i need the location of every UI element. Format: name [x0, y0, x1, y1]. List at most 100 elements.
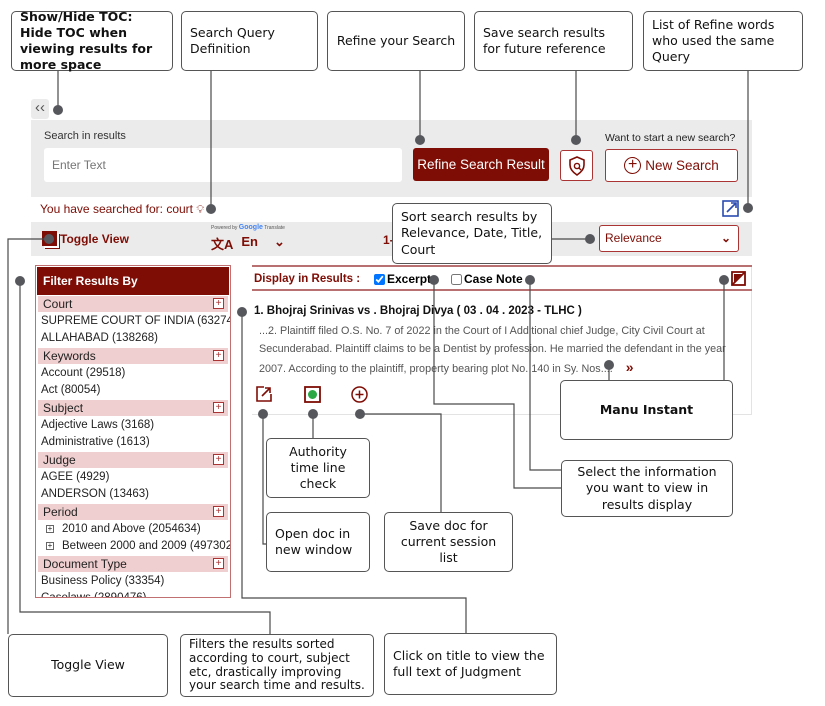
toolbar-row: Toggle View Powered by Google Translate … [31, 222, 752, 256]
translate-icon: 文A [211, 237, 234, 252]
language-value: En [241, 234, 259, 249]
expand-icon[interactable]: + [46, 540, 54, 550]
case-note-checkbox-input[interactable] [451, 273, 462, 285]
lightbulb-icon[interactable]: 💡︎ [196, 204, 205, 216]
authority-timeline-icon[interactable] [304, 386, 321, 403]
expand-icon[interactable]: + [213, 454, 224, 465]
filter-item-label: 2010 and Above (2054634) [62, 523, 201, 535]
save-search-button[interactable] [560, 150, 593, 181]
filter-item[interactable]: ANDERSON (13463) [36, 486, 230, 503]
filter-section-name: Court [43, 297, 73, 311]
toc-toggle-button[interactable]: ‹‹ [31, 99, 49, 119]
translate-text: Translate [264, 225, 285, 231]
language-selector[interactable]: 文A En ⌄ [211, 234, 285, 253]
searched-for: You have searched for: court 💡︎ [40, 202, 204, 217]
connector-dot [206, 204, 216, 214]
filter-item-label: SUPREME COURT OF INDIA (63274) [41, 315, 231, 327]
case-note-label: Case Note [464, 272, 523, 286]
open-new-window-icon[interactable] [256, 386, 272, 402]
case-note-checkbox[interactable]: Case Note [451, 272, 523, 286]
new-search-prompt: Want to start a new search? [605, 132, 736, 144]
display-options-row: Display in Results : Excerpt Case Note [252, 265, 752, 291]
toggle-view-label: Toggle View [60, 231, 129, 246]
filter-item-label: ANDERSON (13463) [41, 488, 150, 500]
manu-instant-icon[interactable] [731, 271, 746, 286]
new-search-button[interactable]: + New Search [605, 149, 738, 182]
plus-circle-icon: + [624, 157, 642, 174]
result-title-link[interactable]: 1. Bhojraj Srinivas vs . Bhojraj Divya (… [254, 305, 582, 317]
filter-item[interactable]: Business Policy (33354) [36, 573, 230, 590]
filter-item[interactable]: SUPREME COURT OF INDIA (63274) [36, 313, 230, 330]
filter-section-name: Document Type [43, 557, 127, 571]
callout-authority: Authority time line check [266, 438, 370, 498]
filter-item-label: ALLAHABAD (138268) [41, 332, 158, 344]
filter-section-name: Period [43, 505, 78, 519]
expand-icon[interactable]: + [213, 402, 224, 413]
filter-item[interactable]: AGEE (4929) [36, 469, 230, 486]
toggle-view-icon [42, 231, 57, 246]
connector-line [360, 413, 442, 512]
callout-filters: Filters the results sorted according to … [180, 634, 374, 697]
filter-item-label: Between 2000 and 2009 (497302) [62, 540, 231, 552]
connector-dot [237, 307, 247, 317]
display-label: Display in Results : [254, 273, 361, 285]
connector-dot [15, 276, 25, 286]
external-link-icon[interactable] [722, 200, 739, 217]
filter-section-name: Keywords [43, 349, 96, 363]
filter-item[interactable]: Caselaws (2890476) [36, 590, 230, 598]
sort-value: Relevance [605, 231, 662, 245]
search-input[interactable] [44, 148, 402, 182]
chevron-down-icon: ⌄ [274, 234, 285, 249]
excerpt-checkbox-input[interactable] [374, 273, 385, 285]
new-search-label: New Search [645, 158, 719, 173]
expand-icon[interactable]: + [213, 350, 224, 361]
callout-manu-instant: Manu Instant [560, 380, 733, 440]
filter-item[interactable]: ALLAHABAD (138268) [36, 330, 230, 347]
filter-item-label: Business Policy (33354) [41, 575, 165, 587]
callout-refine: Refine your Search [327, 11, 465, 71]
filter-section-header[interactable]: Keywords + [38, 348, 228, 364]
connector-dot [53, 105, 63, 115]
refine-search-button[interactable]: Refine Search Result [413, 148, 549, 181]
more-link[interactable]: » [625, 359, 634, 375]
filter-section-name: Judge [43, 453, 76, 467]
filter-section-header[interactable]: Period + [38, 504, 228, 520]
shield-search-icon [568, 156, 585, 176]
callout-save-search: Save search results for future reference [474, 11, 633, 71]
callout-open-doc: Open doc in new window [266, 512, 370, 572]
filter-section-header[interactable]: Judge + [38, 452, 228, 468]
expand-icon[interactable]: + [46, 523, 54, 533]
expand-icon[interactable]: + [213, 506, 224, 517]
filter-section-header[interactable]: Court + [38, 296, 228, 312]
callout-query: Search Query Definition [181, 11, 318, 71]
result-excerpt: ...2. Plaintiff filed O.S. No. 7 of 2022… [259, 322, 749, 378]
expand-icon[interactable]: + [213, 558, 224, 569]
filter-panel: Filter Results By Court+SUPREME COURT OF… [35, 265, 231, 598]
filter-item-label: Administrative (1613) [41, 436, 150, 448]
add-to-session-icon[interactable] [351, 386, 368, 403]
excerpt-text: ...2. Plaintiff filed O.S. No. 7 of 2022… [259, 325, 726, 375]
callout-select-info: Select the information you want to view … [561, 460, 733, 517]
filter-section-header[interactable]: Subject + [38, 400, 228, 416]
filter-item[interactable]: Administrative (1613) [36, 434, 230, 451]
searched-for-value: court [166, 202, 194, 216]
filter-item[interactable]: Adjective Laws (3168) [36, 417, 230, 434]
search-label: Search in results [44, 130, 126, 142]
filter-item[interactable]: Account (29518) [36, 365, 230, 382]
toggle-view-button[interactable]: Toggle View [42, 231, 129, 246]
filter-item-label: Account (29518) [41, 367, 126, 379]
filter-item[interactable]: + Between 2000 and 2009 (497302) [36, 538, 230, 555]
filter-section-header[interactable]: Document Type + [38, 556, 228, 572]
filter-item[interactable]: +2010 and Above (2054634) [36, 521, 230, 538]
google-logo: Google [238, 224, 263, 231]
callout-toggle-view: Toggle View [8, 634, 168, 697]
filter-section-name: Subject [43, 401, 84, 415]
sort-select[interactable]: Relevance ⌄ [599, 225, 739, 252]
excerpt-checkbox[interactable]: Excerpt [374, 272, 431, 286]
filter-item-label: Caselaws (2890476) [41, 592, 147, 598]
callout-refine-words: List of Refine words who used the same Q… [643, 11, 803, 71]
expand-icon[interactable]: + [213, 298, 224, 309]
powered-by: Powered by [211, 225, 238, 231]
filter-item[interactable]: Act (80054) [36, 382, 230, 399]
callout-toc: Show/Hide TOC: Hide TOC when viewing res… [11, 9, 173, 72]
